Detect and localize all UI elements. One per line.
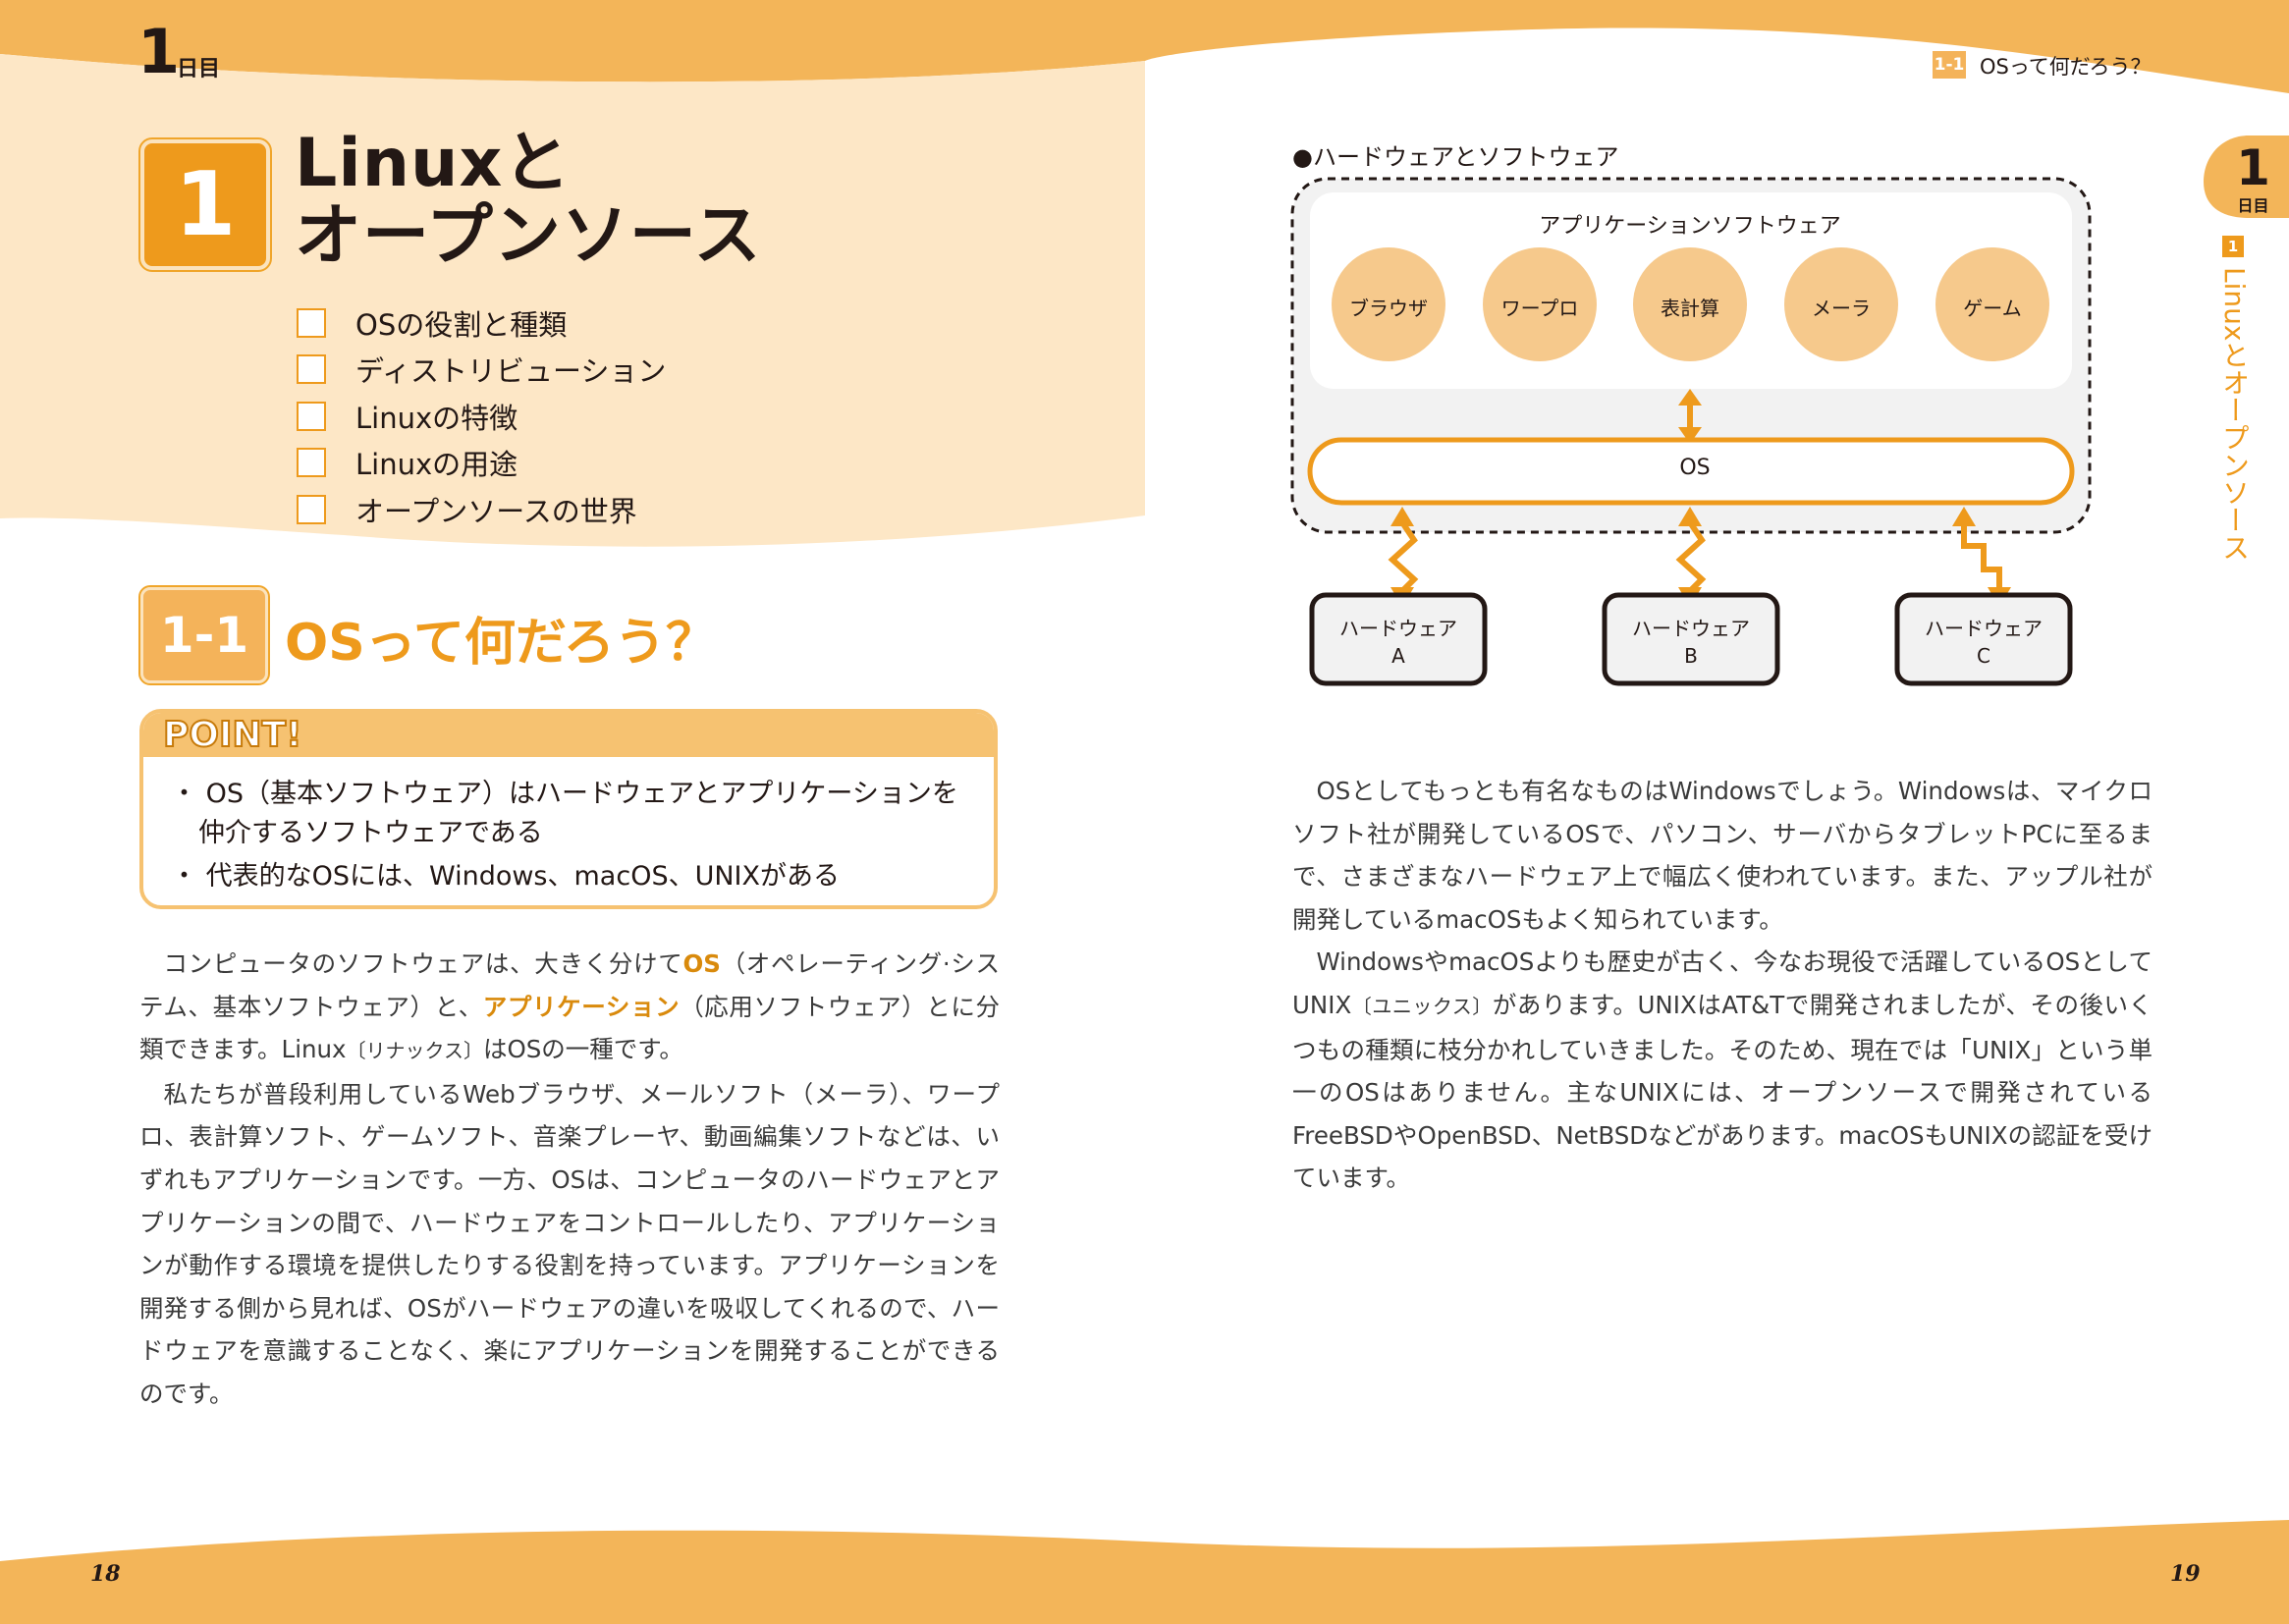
checklist-item: Linuxの特徴 [297,393,666,440]
chapter-number-badge: 1 [138,137,272,272]
tab-day-number: 1 [2236,139,2270,196]
hardware-box-a [1309,592,1488,686]
checkbox[interactable] [297,354,326,385]
chapter-checklist: OSの役割と種類 ディストリビューション Linuxの特徴 Linuxの用途 オ… [297,299,666,533]
chapter-title-line2: オープンソース [295,197,762,275]
arrow-os-hw-a [1388,520,1419,594]
right-paragraph-2: WindowsやmacOSよりも歴史が古く、今なお現役で活躍しているOSとしてU… [1292,947,2153,1193]
os-bar [1307,437,2075,506]
arrow-os-hw-c [1961,522,2002,591]
checklist-item: オープンソースの世界 [297,486,666,533]
day-label: 日目 [177,57,221,81]
app-circle-mailer [1784,247,1898,361]
app-circle-wordpro [1483,247,1597,361]
hardware-box-b [1602,592,1780,686]
point-header: POINT! [143,713,994,757]
left-paragraph-2: 私たちが普段利用しているWebブラウザ、メールソフト（メーラ）、ワープロ、表計算… [139,1079,1000,1408]
app-label-mailer: メーラ [1812,297,1871,320]
arrowhead [1390,507,1414,526]
app-label-spreadsheet: 表計算 [1661,297,1719,320]
left-paragraph-1: コンピュータのソフトウェアは、大きく分けてOS（オペレーティング·システム、基本… [139,949,1001,1064]
ruby-unix: 〔ユニックス〕 [1351,994,1493,1018]
app-label-game: ゲーム [1963,297,2022,320]
running-header-badge: 1-1 [1933,51,1966,79]
checklist-item: Linuxの用途 [297,440,666,487]
chapter-title: Linuxと オープンソース [295,128,762,273]
app-circle-browser [1332,247,1445,361]
app-label-browser: ブラウザ [1349,297,1428,320]
tab-chapter-number: 1 [2222,236,2244,257]
hardware-software-diagram [1290,177,2092,686]
app-circle-spreadsheet [1633,247,1747,361]
point-item: ・ OS（基本ソフトウェア）はハードウェアとアプリケーションを仲介するソフトウェ… [171,779,958,848]
left-body-text: コンピュータのソフトウェアは、大きく分けてOS（オペレーティング·システム、基本… [139,943,1000,1416]
application-group-label: アプリケーションソフトウェア [1539,214,1841,239]
point-label: POINT! [162,714,302,756]
checkbox[interactable] [297,401,326,431]
day-number: 1 [137,16,181,87]
app-label-wordpro: ワープロ [1500,297,1579,320]
running-header-title: OSって何だろう？ [1980,55,2152,79]
checklist-item: ディストリビューション [297,347,666,394]
left-page-number: 18 [90,1561,121,1587]
right-body-text: OSとしてもっとも有名なものはWindowsでしょう。Windowsは、マイクロ… [1292,770,2153,1200]
os-label: OS [1679,456,1711,480]
checkbox[interactable] [297,494,326,524]
checklist-item: OSの役割と種類 [297,299,666,347]
term-os: OS [682,949,721,978]
checkbox[interactable] [297,448,326,478]
arrowhead [1678,507,1702,526]
point-item: ・ 代表的なOSには、Windows、macOS、UNIXがある [171,861,840,892]
term-application: アプリケーション [482,992,681,1021]
hardware-box-c [1894,592,2073,686]
section-number-badge: 1-1 [138,585,270,685]
point-box: POINT! ・ OS（基本ソフトウェア）はハードウェアとアプリケーションを仲介… [139,709,998,909]
right-paragraph-1: OSとしてもっとも有名なものはWindowsでしょう。Windowsは、マイクロ… [1292,777,2153,934]
arrow-app-os [1678,389,1702,444]
app-circle-game [1935,247,2049,361]
diagram-caption: ●ハードウェアとソフトウェア [1292,143,1619,171]
arrow-os-hw-b [1675,520,1707,594]
arrowhead [1952,507,1976,526]
checkbox[interactable] [297,307,326,338]
section-title: OSって何だろう？ [285,614,717,673]
tab-chapter-title: Linuxとオープンソース [2218,267,2251,562]
chapter-title-line1: Linuxと [295,125,572,202]
ruby-linux: 〔リナックス〕 [346,1039,483,1063]
right-page-number: 19 [2170,1561,2201,1587]
point-list: ・ OS（基本ソフトウェア）はハードウェアとアプリケーションを仲介するソフトウェ… [143,757,994,896]
tab-day-label: 日目 [2237,196,2269,215]
